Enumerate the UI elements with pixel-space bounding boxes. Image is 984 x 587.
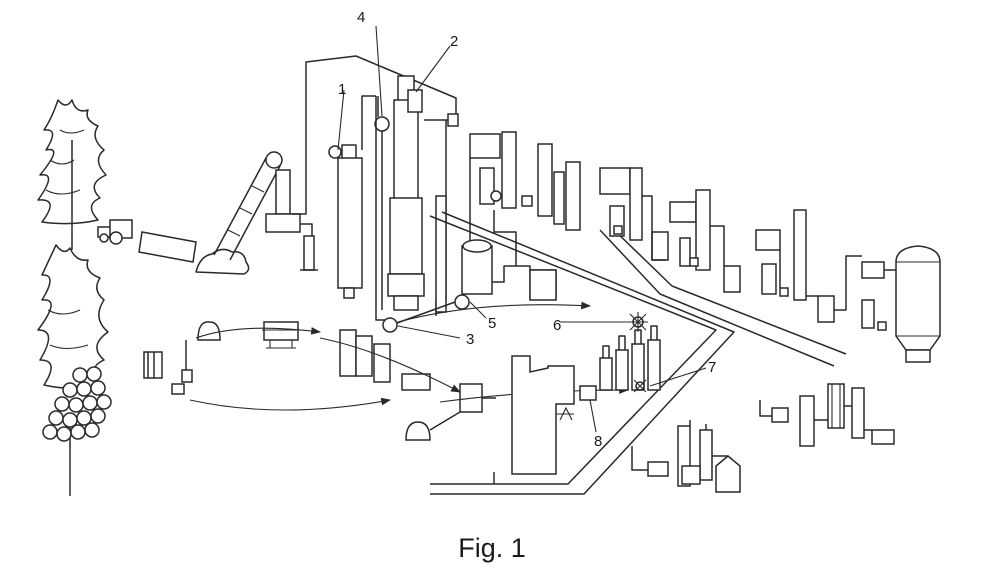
tree-upper <box>38 100 106 250</box>
label-1: 1 <box>338 81 346 98</box>
main-frame-pipe <box>292 56 456 214</box>
label-8: 8 <box>594 433 602 450</box>
digester-reactor <box>388 76 424 310</box>
lower-process-loop <box>144 322 496 440</box>
evaporator-chain <box>436 132 580 312</box>
log-pile <box>43 367 111 441</box>
storage-silo <box>896 246 940 362</box>
label-4: 4 <box>357 9 365 26</box>
chip-bin <box>266 170 318 270</box>
forest-trees <box>38 100 111 496</box>
unit-8 <box>580 386 596 400</box>
harvester-vehicle <box>98 220 132 244</box>
label-7: 7 <box>708 359 716 376</box>
steaming-vessel <box>329 145 362 298</box>
right-process-chain <box>600 168 896 330</box>
bottle-group <box>600 312 660 392</box>
wood-chip-pile <box>196 249 249 274</box>
label-2: 2 <box>450 33 458 50</box>
bottom-right-chain <box>632 420 740 492</box>
trailer <box>139 232 196 262</box>
label-5: 5 <box>488 315 496 332</box>
label-3: 3 <box>466 331 474 348</box>
label-6: 6 <box>553 317 561 334</box>
factory-building <box>494 356 574 484</box>
chip-conveyor <box>214 152 282 260</box>
far-right-equipment <box>760 384 894 446</box>
figure-caption: Fig. 1 <box>0 533 984 564</box>
